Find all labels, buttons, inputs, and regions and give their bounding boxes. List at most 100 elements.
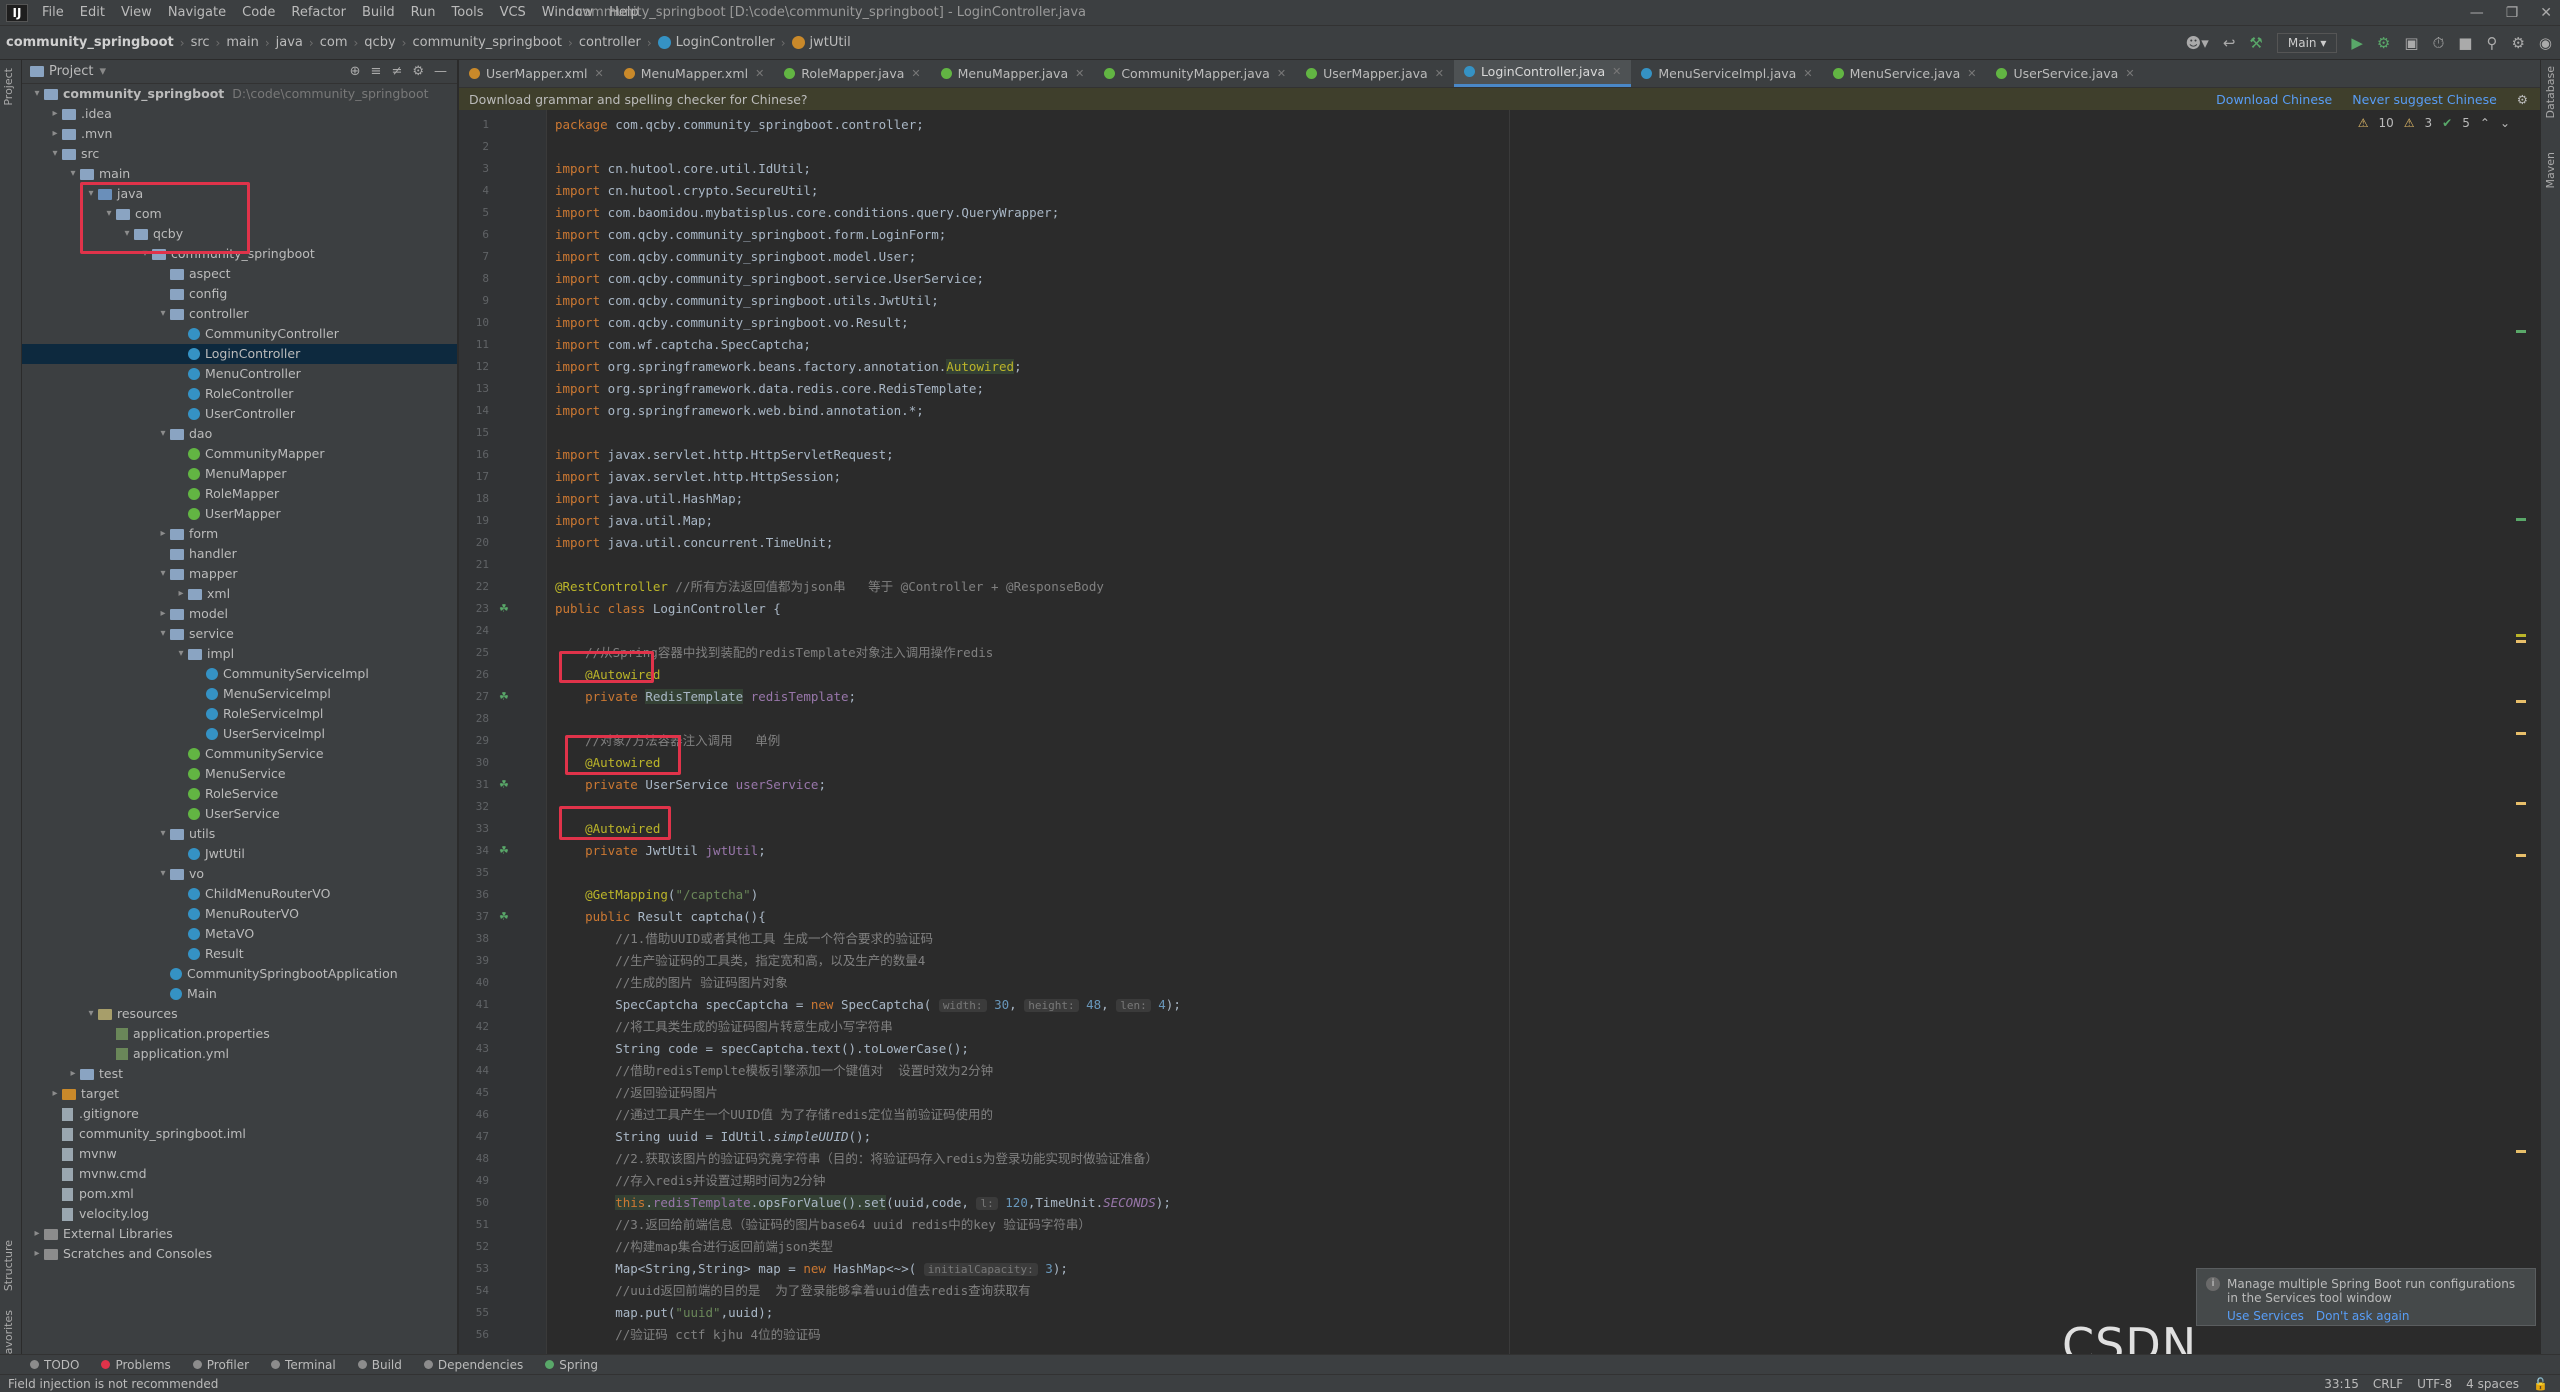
indent-setting[interactable]: 4 spaces (2466, 1376, 2520, 1391)
code-line[interactable]: public Result captcha(){ (585, 909, 766, 924)
tree-item[interactable]: CommunityServiceImpl (22, 664, 457, 684)
code-line[interactable]: //2.获取该图片的验证码究竟字符串（目的：将验证码存入redis为登录功能实现… (615, 1151, 1158, 1166)
chevron-down-icon[interactable]: ⌄ (2499, 116, 2510, 130)
tree-item[interactable]: ▾java (22, 184, 457, 204)
tree-item[interactable]: MetaVO (22, 924, 457, 944)
close-tab-icon[interactable]: ✕ (594, 66, 604, 80)
chevron-down-icon[interactable]: ▾ (70, 168, 76, 179)
code-line[interactable]: import com.qcby.community_springboot.for… (555, 227, 947, 242)
tree-item[interactable]: UserService (22, 804, 457, 824)
editor-tab[interactable]: LoginController.java✕ (1453, 60, 1632, 87)
code-line[interactable]: //构建map集合进行返回前端json类型 (615, 1239, 833, 1254)
code-line[interactable]: import org.springframework.web.bind.anno… (555, 403, 924, 418)
code-line[interactable]: private JwtUtil jwtUtil; (585, 843, 766, 858)
code-line[interactable]: //生成的图片 验证码图片对象 (615, 975, 788, 990)
close-icon[interactable]: ✕ (2540, 5, 2552, 21)
editor-tab[interactable]: CommunityMapper.java✕ (1094, 60, 1296, 87)
tree-item[interactable]: MenuRouterVO (22, 904, 457, 924)
menu-item-tools[interactable]: Tools (451, 4, 484, 20)
lock-icon[interactable]: 🔓 (2533, 1376, 2548, 1391)
tree-item[interactable]: config (22, 284, 457, 304)
breadcrumb-item[interactable]: community_springboot (0, 35, 180, 50)
run-config-select[interactable]: Main ▾ (2276, 32, 2338, 53)
code-line[interactable]: String code = specCaptcha.text().toLower… (555, 1041, 969, 1056)
code-line[interactable]: import java.util.HashMap; (555, 491, 744, 506)
tree-item[interactable]: RoleMapper (22, 484, 457, 504)
tree-item[interactable]: application.properties (22, 1024, 457, 1044)
menu-item-refactor[interactable]: Refactor (291, 4, 346, 20)
chevron-right-icon[interactable]: ▸ (160, 608, 166, 619)
chevron-down-icon[interactable]: ▾ (52, 148, 58, 159)
chevron-right-icon[interactable]: ▸ (70, 1068, 76, 1079)
spring-bean-icon[interactable]: ☘ (499, 910, 509, 923)
tree-item[interactable]: ▾impl (22, 644, 457, 664)
tree-item[interactable]: application.yml (22, 1044, 457, 1064)
chevron-down-icon[interactable]: ▾ (178, 648, 184, 659)
tree-item[interactable]: community_springboot.iml (22, 1124, 457, 1144)
tree-item[interactable]: handler (22, 544, 457, 564)
tree-item[interactable]: pom.xml (22, 1184, 457, 1204)
project-panel-title[interactable]: Project (49, 64, 94, 79)
download-chinese-link[interactable]: Download Chinese (2216, 91, 2333, 107)
chevron-down-icon[interactable]: ▾ (124, 228, 130, 239)
tree-item[interactable]: CommunityService (22, 744, 457, 764)
code-line[interactable]: //验证码 cctf kjhu 4位的验证码 (615, 1327, 821, 1342)
spring-bean-icon[interactable]: ☘ (499, 602, 509, 615)
inspection-widget[interactable]: ⚠10 ⚠3 ✔5 ⌃ ⌄ (2358, 116, 2510, 130)
minimize-icon[interactable]: — (2469, 5, 2484, 21)
chevron-down-icon[interactable]: ▾ (106, 208, 112, 219)
maven-tool-tab[interactable]: Maven (2544, 152, 2557, 189)
close-tab-icon[interactable]: ✕ (2125, 66, 2135, 80)
code-line[interactable]: import cn.hutool.core.util.IdUtil; (555, 161, 811, 176)
tree-item[interactable]: ▾dao (22, 424, 457, 444)
gear-icon[interactable]: ⚙ (412, 64, 424, 79)
code-line[interactable]: String uuid = IdUtil.simpleUUID(); (555, 1129, 872, 1144)
dont-ask-again-link[interactable]: Don't ask again (2315, 1309, 2410, 1323)
code-area[interactable]: package com.qcby.community_springboot.co… (555, 110, 2510, 1354)
hide-icon[interactable]: — (434, 64, 447, 79)
debug-icon[interactable]: ⚙ (2376, 33, 2391, 52)
menu-item-window[interactable]: Window (541, 4, 594, 20)
tree-item[interactable]: ChildMenuRouterVO (22, 884, 457, 904)
tree-item[interactable]: RoleController (22, 384, 457, 404)
code-line[interactable]: import com.qcby.community_springboot.ser… (555, 271, 984, 286)
code-line[interactable]: import java.util.concurrent.TimeUnit; (555, 535, 834, 550)
code-line[interactable]: import cn.hutool.crypto.SecureUtil; (555, 183, 819, 198)
tool-tab-spring[interactable]: Spring (545, 1358, 598, 1372)
tree-item[interactable]: MenuMapper (22, 464, 457, 484)
settings-icon[interactable]: ⚙ (2511, 33, 2525, 52)
tree-item[interactable]: ▸xml (22, 584, 457, 604)
tree-item[interactable]: aspect (22, 264, 457, 284)
code-line[interactable]: SpecCaptcha specCaptcha = new SpecCaptch… (555, 997, 1181, 1012)
code-line[interactable]: package com.qcby.community_springboot.co… (555, 117, 924, 132)
chevron-down-icon[interactable]: ▾ (34, 88, 40, 99)
tool-tab-problems[interactable]: Problems (101, 1358, 171, 1372)
tree-item[interactable]: ▸model (22, 604, 457, 624)
code-line[interactable]: Map<String,String> map = new HashMap<~>(… (555, 1261, 1068, 1276)
code-line[interactable]: //借助redisTemplte模板引擎添加一个键值对 设置时效为2分钟 (615, 1063, 994, 1078)
editor-tab[interactable]: RoleMapper.java✕ (774, 60, 930, 87)
tool-tab-dependencies[interactable]: Dependencies (423, 1358, 523, 1372)
editor-tab[interactable]: MenuServiceImpl.java✕ (1631, 60, 1822, 87)
search-icon[interactable]: ⚲ (2486, 33, 2498, 52)
chevron-down-icon[interactable]: ▾ (160, 308, 166, 319)
tree-item[interactable]: ▾resources (22, 1004, 457, 1024)
chevron-up-icon[interactable]: ⌃ (2479, 116, 2490, 130)
tree-item[interactable]: ▾src (22, 144, 457, 164)
code-line[interactable]: import java.util.Map; (555, 513, 714, 528)
spring-bean-icon[interactable]: ☘ (499, 690, 509, 703)
tree-item[interactable]: ▾qcby (22, 224, 457, 244)
close-tab-icon[interactable]: ✕ (755, 66, 765, 80)
tree-item[interactable]: mvnw (22, 1144, 457, 1164)
tool-tab-build[interactable]: Build (357, 1358, 402, 1372)
close-tab-icon[interactable]: ✕ (911, 66, 921, 80)
menu-item-view[interactable]: View (120, 4, 152, 20)
breadcrumb-item[interactable]: qcby (358, 35, 401, 50)
editor-tab[interactable]: UserMapper.xml✕ (459, 60, 614, 87)
code-line[interactable]: public class LoginController { (555, 601, 781, 616)
code-line[interactable]: //通过工具产生一个UUID值 为了存储redis定位当前验证码使用的 (615, 1107, 994, 1122)
close-tab-icon[interactable]: ✕ (1075, 66, 1085, 80)
expand-all-icon[interactable]: ≡ (370, 64, 382, 79)
breadcrumb-item[interactable]: LoginController (652, 35, 781, 50)
menu-item-help[interactable]: Help (609, 4, 639, 20)
